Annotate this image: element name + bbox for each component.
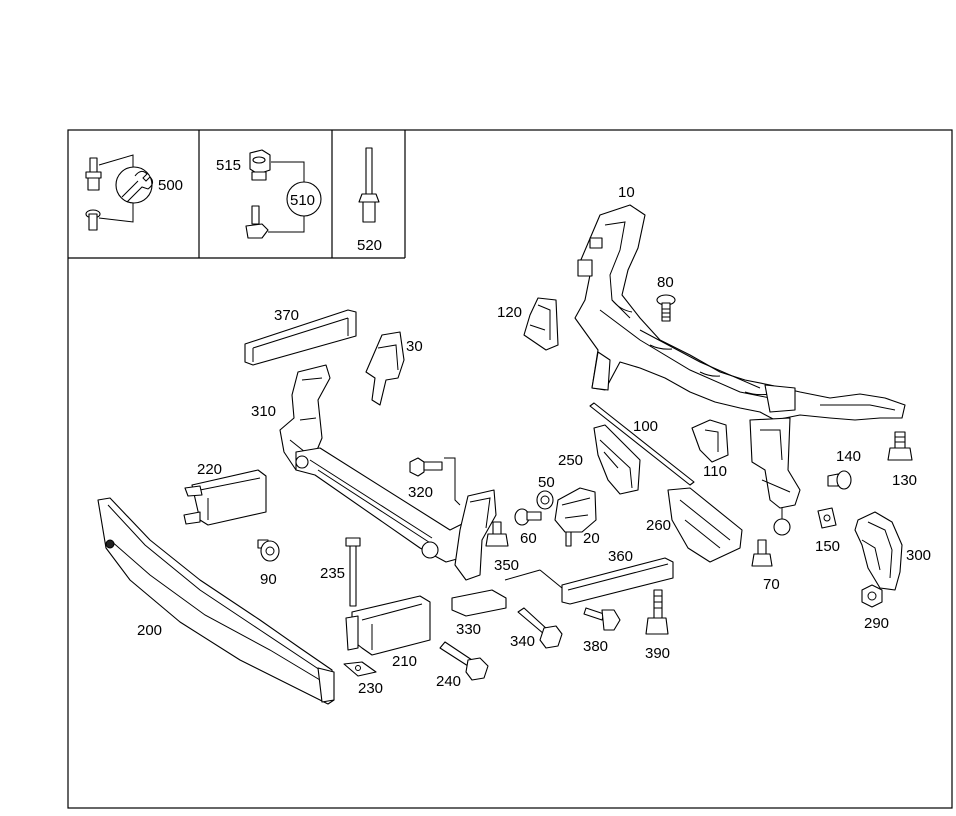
- label-500: 500: [158, 177, 183, 194]
- part-350-bolt: [485, 521, 509, 547]
- part-80-screw: [656, 294, 676, 322]
- callout-340: 340: [510, 633, 535, 650]
- part-320-bolt: [409, 457, 461, 506]
- part-300-air-guide: [854, 511, 903, 591]
- label-515: 515: [216, 157, 241, 174]
- part-120-bracket: [523, 297, 559, 351]
- callout-360: 360: [608, 548, 633, 565]
- callout-330: 330: [456, 621, 481, 638]
- callout-10: 10: [618, 184, 635, 201]
- callout-30: 30: [406, 338, 423, 355]
- part-390-bolt: [645, 589, 669, 635]
- part-140-bolt: [827, 470, 852, 490]
- part-90-nut: [257, 539, 280, 562]
- callout-110: 110: [703, 463, 727, 480]
- stud-bolt-icon: [85, 157, 102, 191]
- callout-300: 300: [906, 547, 931, 564]
- leader-line: [98, 200, 134, 223]
- callout-380: 380: [583, 638, 608, 655]
- callout-140: 140: [836, 448, 861, 465]
- short-bolt-icon: [85, 209, 101, 231]
- callout-235: 235: [320, 565, 345, 582]
- callout-320: 320: [408, 484, 433, 501]
- callout-100: 100: [633, 418, 658, 435]
- part-220-bracket: [183, 469, 267, 526]
- callout-220: 220: [197, 461, 222, 478]
- legend-tool-group: 500: [85, 154, 183, 231]
- part-330-plate: [451, 589, 507, 617]
- part-370-reinforcement: [244, 309, 357, 366]
- callout-310: 310: [251, 403, 276, 420]
- callout-70: 70: [763, 576, 780, 593]
- part-lower-cross-member: [295, 447, 481, 563]
- part-150-clip: [817, 507, 837, 529]
- long-bolt-sleeve: [362, 201, 376, 223]
- callouts: 10 20 30 50 60 70 80 90 100 110 120 130 …: [137, 184, 931, 697]
- legend-kit-group: 515 510: [216, 149, 322, 239]
- part-250-bracket: [593, 424, 641, 495]
- part-60-screw: [514, 508, 542, 526]
- leader-line: [268, 216, 305, 233]
- part-130-bolt: [887, 431, 913, 461]
- callout-290: 290: [864, 615, 889, 632]
- callout-150: 150: [815, 538, 840, 555]
- flange-bolt-icon: [245, 205, 269, 239]
- part-235-long-bolt: [345, 537, 361, 607]
- part-10-front-carrier: [574, 204, 906, 536]
- callout-130: 130: [892, 472, 917, 489]
- legend-bolt-group: 520: [357, 147, 382, 254]
- callout-120: 120: [497, 304, 522, 321]
- callout-200: 200: [137, 622, 162, 639]
- callout-350: 350: [494, 557, 519, 574]
- label-520: 520: [357, 237, 382, 254]
- part-380-bolt: [583, 607, 621, 631]
- long-bolt-head: [358, 193, 380, 203]
- callout-210: 210: [392, 653, 417, 670]
- callout-80: 80: [657, 274, 674, 291]
- leader-line: [271, 161, 305, 182]
- part-240-bolt: [439, 641, 489, 681]
- part-110-bracket: [691, 419, 729, 463]
- callout-250: 250: [558, 452, 583, 469]
- callout-260: 260: [646, 517, 671, 534]
- part-30-bracket: [365, 331, 405, 406]
- part-20-bracket: [554, 487, 597, 547]
- wrench-icon: [121, 170, 154, 203]
- callout-90: 90: [260, 571, 277, 588]
- leader-line: [98, 154, 134, 170]
- label-510: 510: [290, 192, 315, 209]
- part-50-screw: [536, 490, 554, 510]
- part-230-plate: [343, 661, 377, 677]
- part-200-bumper-beam: [97, 497, 335, 705]
- part-70-bolt: [751, 539, 773, 567]
- long-bolt-shank: [365, 147, 373, 195]
- part-340-bolt: [517, 607, 563, 649]
- part-360-reinforcement: [504, 557, 674, 605]
- part-290-nut: [861, 584, 883, 608]
- part-260-cover: [667, 487, 743, 563]
- part-100-rod: [589, 402, 695, 486]
- callout-60: 60: [520, 530, 537, 547]
- callout-370: 370: [274, 307, 299, 324]
- callout-230: 230: [358, 680, 383, 697]
- callout-20: 20: [583, 530, 600, 547]
- callout-50: 50: [538, 474, 555, 491]
- callout-240: 240: [436, 673, 461, 690]
- part-210-bracket: [345, 595, 431, 656]
- part-350-side-bracket: [454, 489, 497, 581]
- diagram-frame: [67, 129, 953, 809]
- callout-390: 390: [645, 645, 670, 662]
- nut-icon: [249, 149, 271, 181]
